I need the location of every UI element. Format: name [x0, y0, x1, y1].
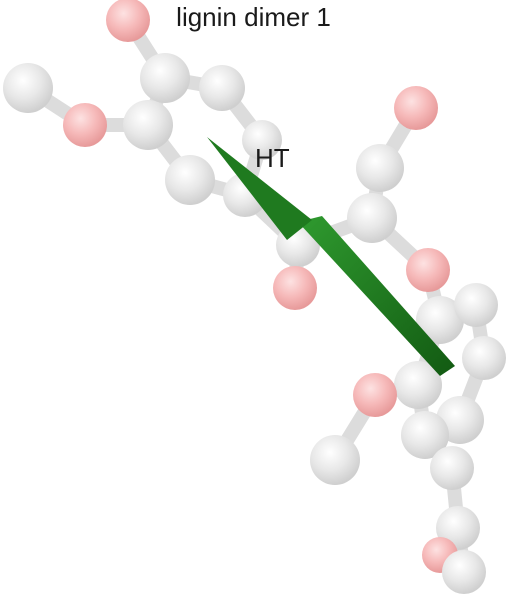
- carbon-atom: [165, 155, 215, 205]
- page-title: lignin dimer 1: [176, 2, 331, 32]
- arrow-shaft: [298, 216, 455, 376]
- arrow-head: [207, 137, 312, 240]
- carbon-atom: [347, 193, 397, 243]
- carbon-atom: [462, 336, 506, 380]
- oxygen-atom: [406, 248, 450, 292]
- carbon-atom: [242, 120, 282, 160]
- oxygen-atom: [106, 0, 150, 42]
- dipole-vector-arrow: [207, 137, 455, 376]
- carbon-atom: [3, 63, 53, 113]
- carbon-atom: [310, 435, 360, 485]
- carbon-atom: [140, 53, 190, 103]
- oxygen-atom: [273, 266, 317, 310]
- carbon-atom: [401, 411, 449, 459]
- oxygen-atom: [353, 373, 397, 417]
- oxygen-atom: [63, 103, 107, 147]
- carbon-atom: [442, 550, 486, 594]
- carbon-atom: [454, 283, 498, 327]
- carbon-atom: [123, 100, 173, 150]
- oxygen-atom: [394, 86, 438, 130]
- carbon-atom: [199, 65, 245, 111]
- vector-label: HT: [255, 143, 290, 173]
- carbon-atom: [356, 144, 404, 192]
- carbon-atom: [430, 446, 474, 490]
- carbon-atom: [416, 296, 464, 344]
- atom-group: [3, 0, 506, 594]
- carbon-atom: [394, 361, 442, 409]
